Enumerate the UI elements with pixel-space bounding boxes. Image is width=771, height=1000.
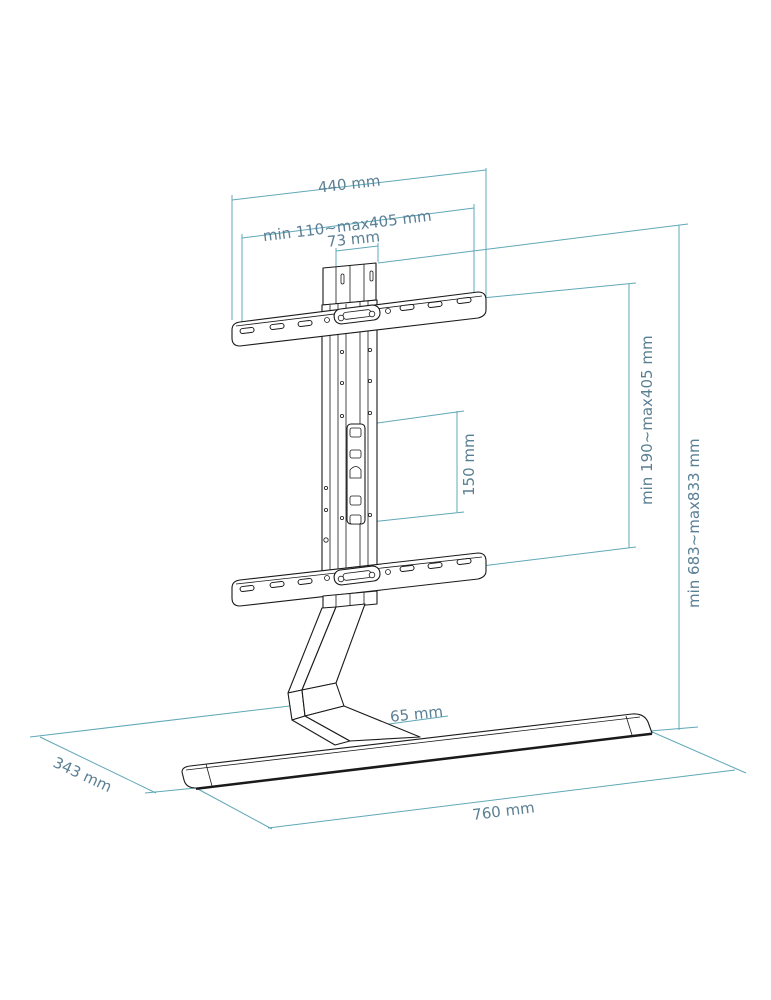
upper-mounting-arm [231,291,487,347]
label-overall-arm-width: 440 mm [317,172,381,197]
stand-base [181,713,653,790]
label-base-width: 760 mm [471,798,535,823]
dimension-lines [29,168,747,830]
label-base-depth: 343 mm [50,753,114,796]
label-overall-height: min 683~max833 mm [685,438,703,608]
stand-neck [287,590,421,746]
label-column-width: 73 mm [326,227,381,250]
label-column-slot-pitch: 150 mm [460,433,478,496]
lower-mounting-arm [231,552,487,607]
label-neck-width: 65 mm [389,702,444,725]
label-vertical-hole-span: min 190~max405 mm [638,335,656,505]
